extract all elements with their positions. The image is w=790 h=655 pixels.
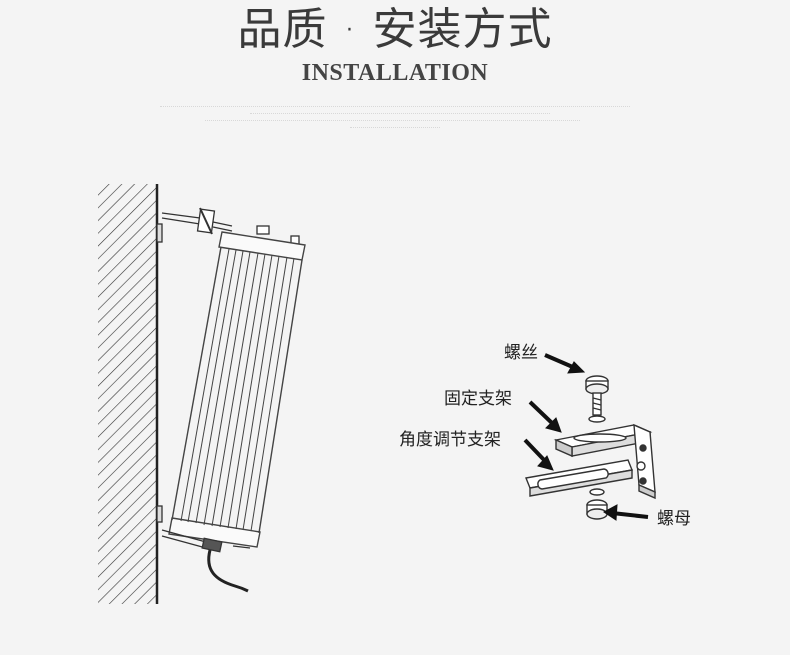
- page-title: 品质 · 安装方式: [237, 4, 553, 55]
- screw-part: [585, 375, 609, 423]
- page-subtitle: INSTALLATION: [301, 60, 489, 86]
- wall: [98, 184, 159, 604]
- fixed-bracket-part: [553, 423, 656, 500]
- bracket-assembly: [525, 375, 656, 520]
- label-nut: 螺母: [657, 509, 691, 529]
- lamp-tube: [168, 231, 306, 548]
- label-angle-bracket: 角度调节支架: [399, 430, 501, 450]
- angle-bracket-part: [525, 459, 633, 497]
- top-wall-mount: [156, 207, 300, 249]
- label-fixed-bracket: 固定支架: [444, 389, 512, 409]
- power-cable: [207, 549, 249, 593]
- nut-part: [586, 499, 608, 520]
- fine-print-line: [205, 120, 580, 123]
- fine-print-line: [350, 127, 440, 130]
- fine-print-line: [250, 113, 550, 116]
- bottom-wall-mount: [156, 505, 251, 553]
- label-screw: 螺丝: [504, 343, 538, 363]
- fine-print-line: [160, 106, 630, 109]
- leader-arrows: [523, 353, 649, 521]
